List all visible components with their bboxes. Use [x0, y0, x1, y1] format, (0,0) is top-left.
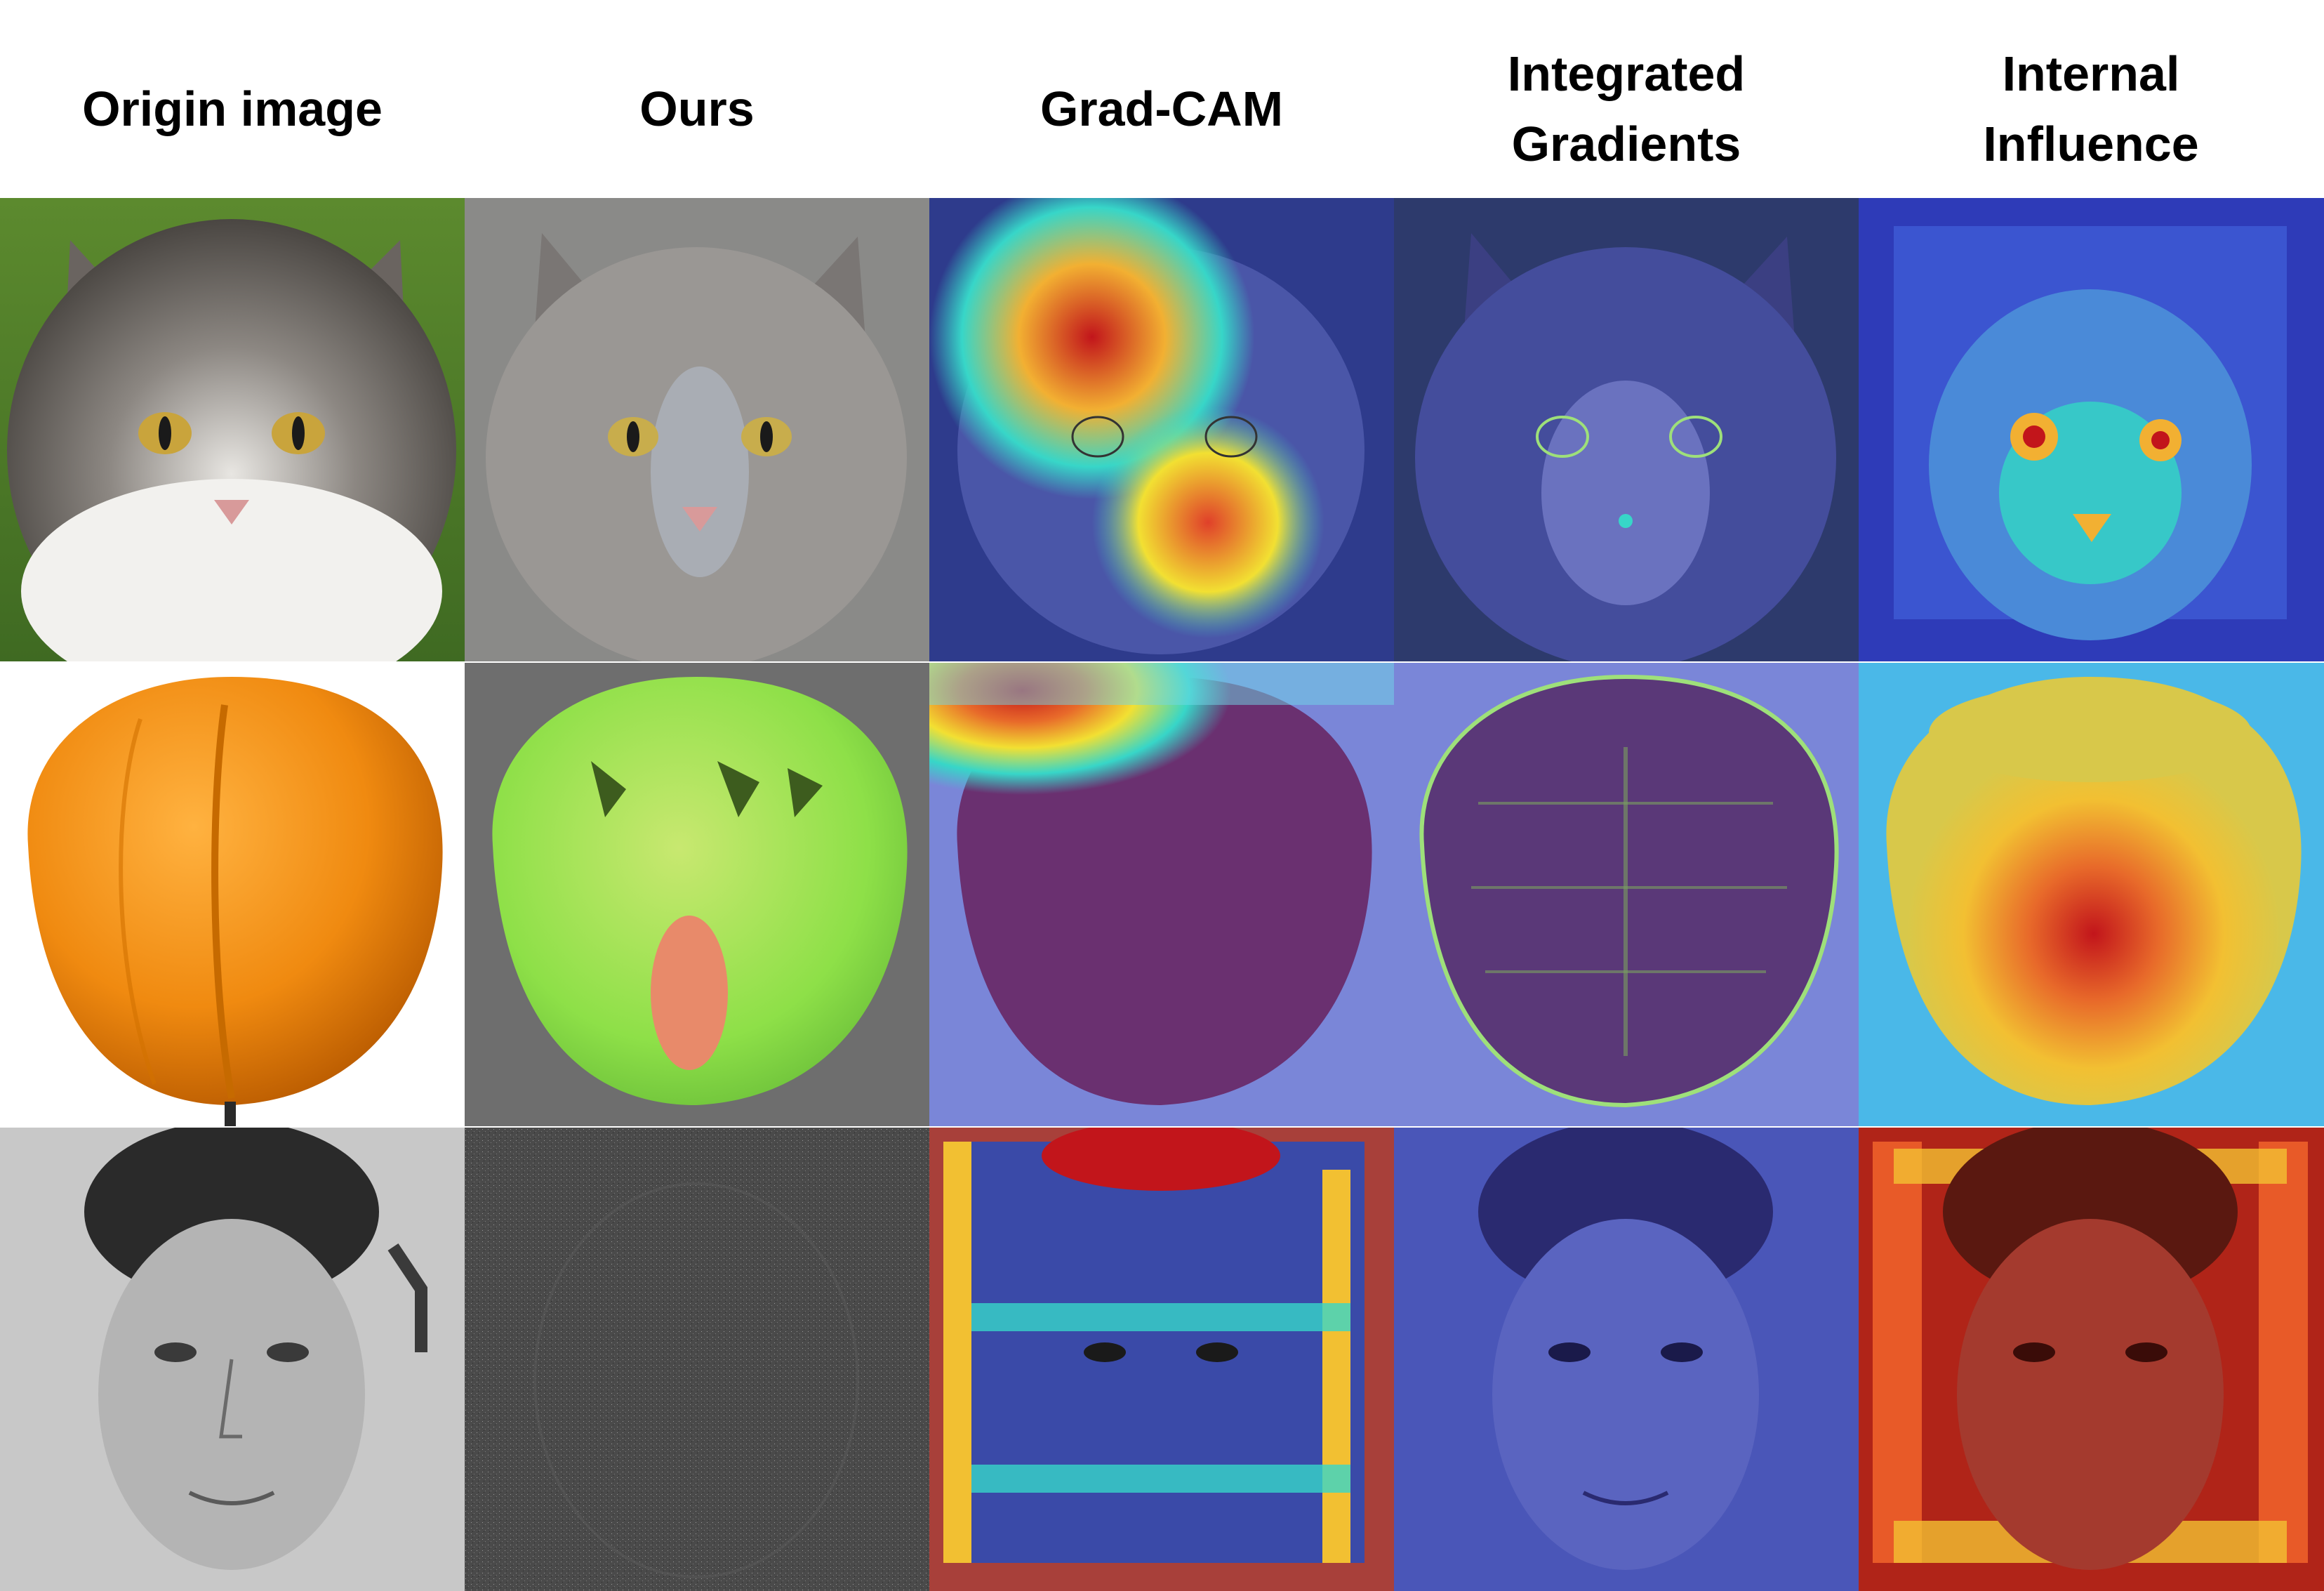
cat-origin-image — [0, 198, 465, 661]
cat-ours-image — [465, 198, 929, 661]
image-grid — [0, 198, 2324, 1591]
column-title-grad-cam: Grad-CAM — [1040, 81, 1284, 136]
column-title-ours: Ours — [639, 81, 755, 136]
column-title-origin-image: Origin image — [82, 81, 383, 136]
column-title-integrated-gradients: Integrated Gradients — [1507, 46, 1746, 171]
cat-grad-cam-heatmap — [929, 198, 1394, 661]
face-integrated-gradients-heatmap — [1394, 1128, 1859, 1591]
face-origin-image — [0, 1128, 465, 1591]
face-grad-cam-heatmap — [929, 1128, 1394, 1591]
pepper-ours-image — [465, 663, 929, 1126]
pepper-origin-image — [0, 663, 465, 1126]
column-header-row: Origin image Ours Grad-CAM Integrated Gr… — [0, 0, 2324, 198]
column-title-internal-influence: Internal Influence — [1983, 46, 2199, 171]
face-ours-image — [465, 1128, 929, 1591]
pepper-integrated-gradients-heatmap — [1394, 663, 1859, 1126]
face-internal-influence-heatmap — [1859, 1128, 2324, 1591]
pepper-grad-cam-heatmap — [929, 663, 1394, 1126]
cat-integrated-gradients-heatmap — [1394, 198, 1859, 661]
cat-internal-influence-heatmap — [1859, 198, 2324, 661]
pepper-internal-influence-heatmap — [1859, 663, 2324, 1126]
